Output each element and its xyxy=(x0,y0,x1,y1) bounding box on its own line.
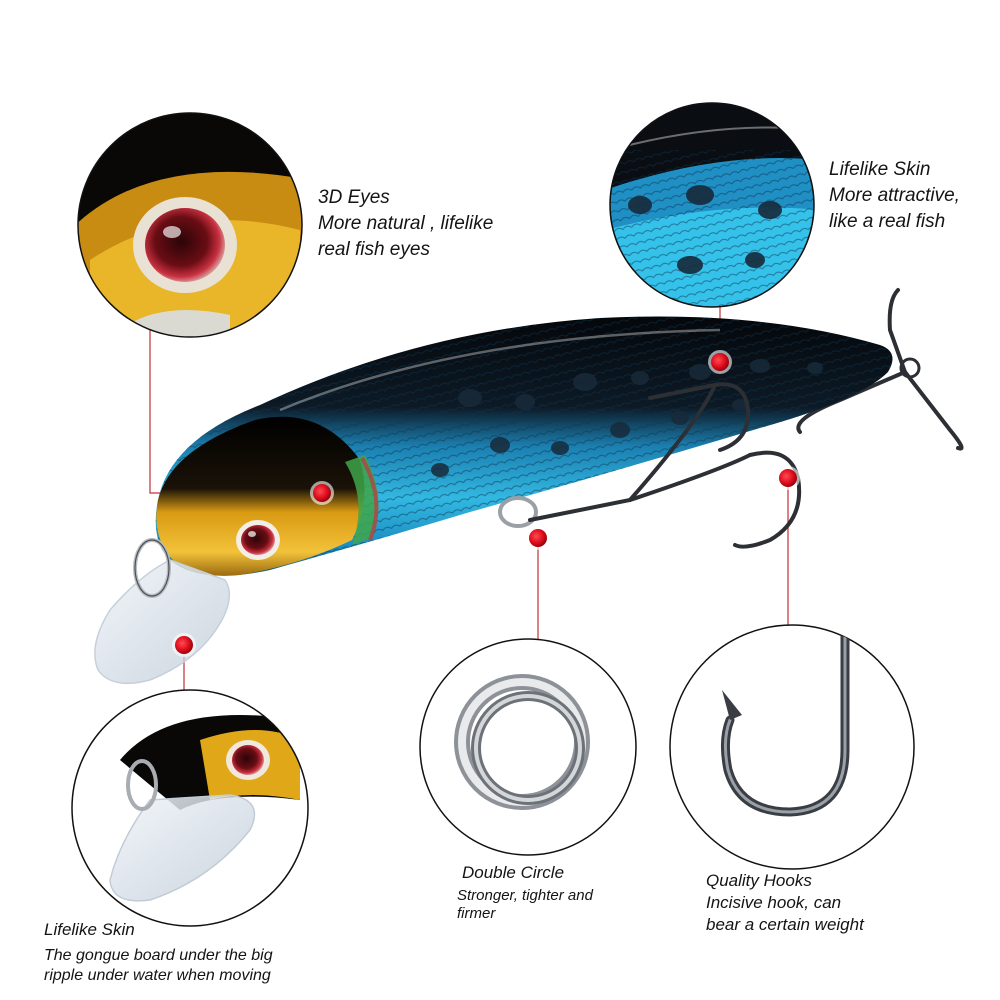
inset-skin xyxy=(609,102,815,308)
inset-hook xyxy=(669,624,915,870)
feature-skin-line-2: like a real fish xyxy=(829,211,946,232)
feature-skin-title: Lifelike Skin xyxy=(829,159,931,180)
inset-eyes xyxy=(77,112,303,338)
feature-skin-line-1: More attractive, xyxy=(829,185,960,206)
marker-dot-icon xyxy=(529,529,547,547)
inset-lip xyxy=(71,689,309,927)
feature-eyes-line-2: real fish eyes xyxy=(318,239,430,260)
feature-lip-line-1: The gongue board under the big xyxy=(44,947,273,964)
feature-ring-line-1: Stronger, tighter and xyxy=(457,887,593,904)
feature-ring-line-2: firmer xyxy=(457,905,496,922)
feature-hook-title: Quality Hooks xyxy=(706,871,812,890)
markers xyxy=(172,350,800,657)
feature-hook-line-1: Incisive hook, can xyxy=(706,893,842,912)
inset-ring xyxy=(419,638,637,856)
marker-dot-icon xyxy=(779,469,797,487)
belly-treble-hook-icon xyxy=(498,382,802,549)
feature-lip-title: Lifelike Skin xyxy=(44,920,135,939)
feature-eyes-line-1: More natural , lifelike xyxy=(318,213,494,234)
feature-ring-title: Double Circle xyxy=(462,863,565,882)
marker-dot-icon xyxy=(711,353,729,371)
fishing-lure xyxy=(94,288,964,685)
marker-dot-icon xyxy=(313,484,331,502)
feature-eyes-title: 3D Eyes xyxy=(318,187,390,208)
feature-lip-line-2: ripple under water when moving xyxy=(44,967,271,984)
split-ring-icon xyxy=(454,674,590,810)
feature-hook-line-2: bear a certain weight xyxy=(706,915,864,934)
marker-dot-icon xyxy=(175,636,193,654)
